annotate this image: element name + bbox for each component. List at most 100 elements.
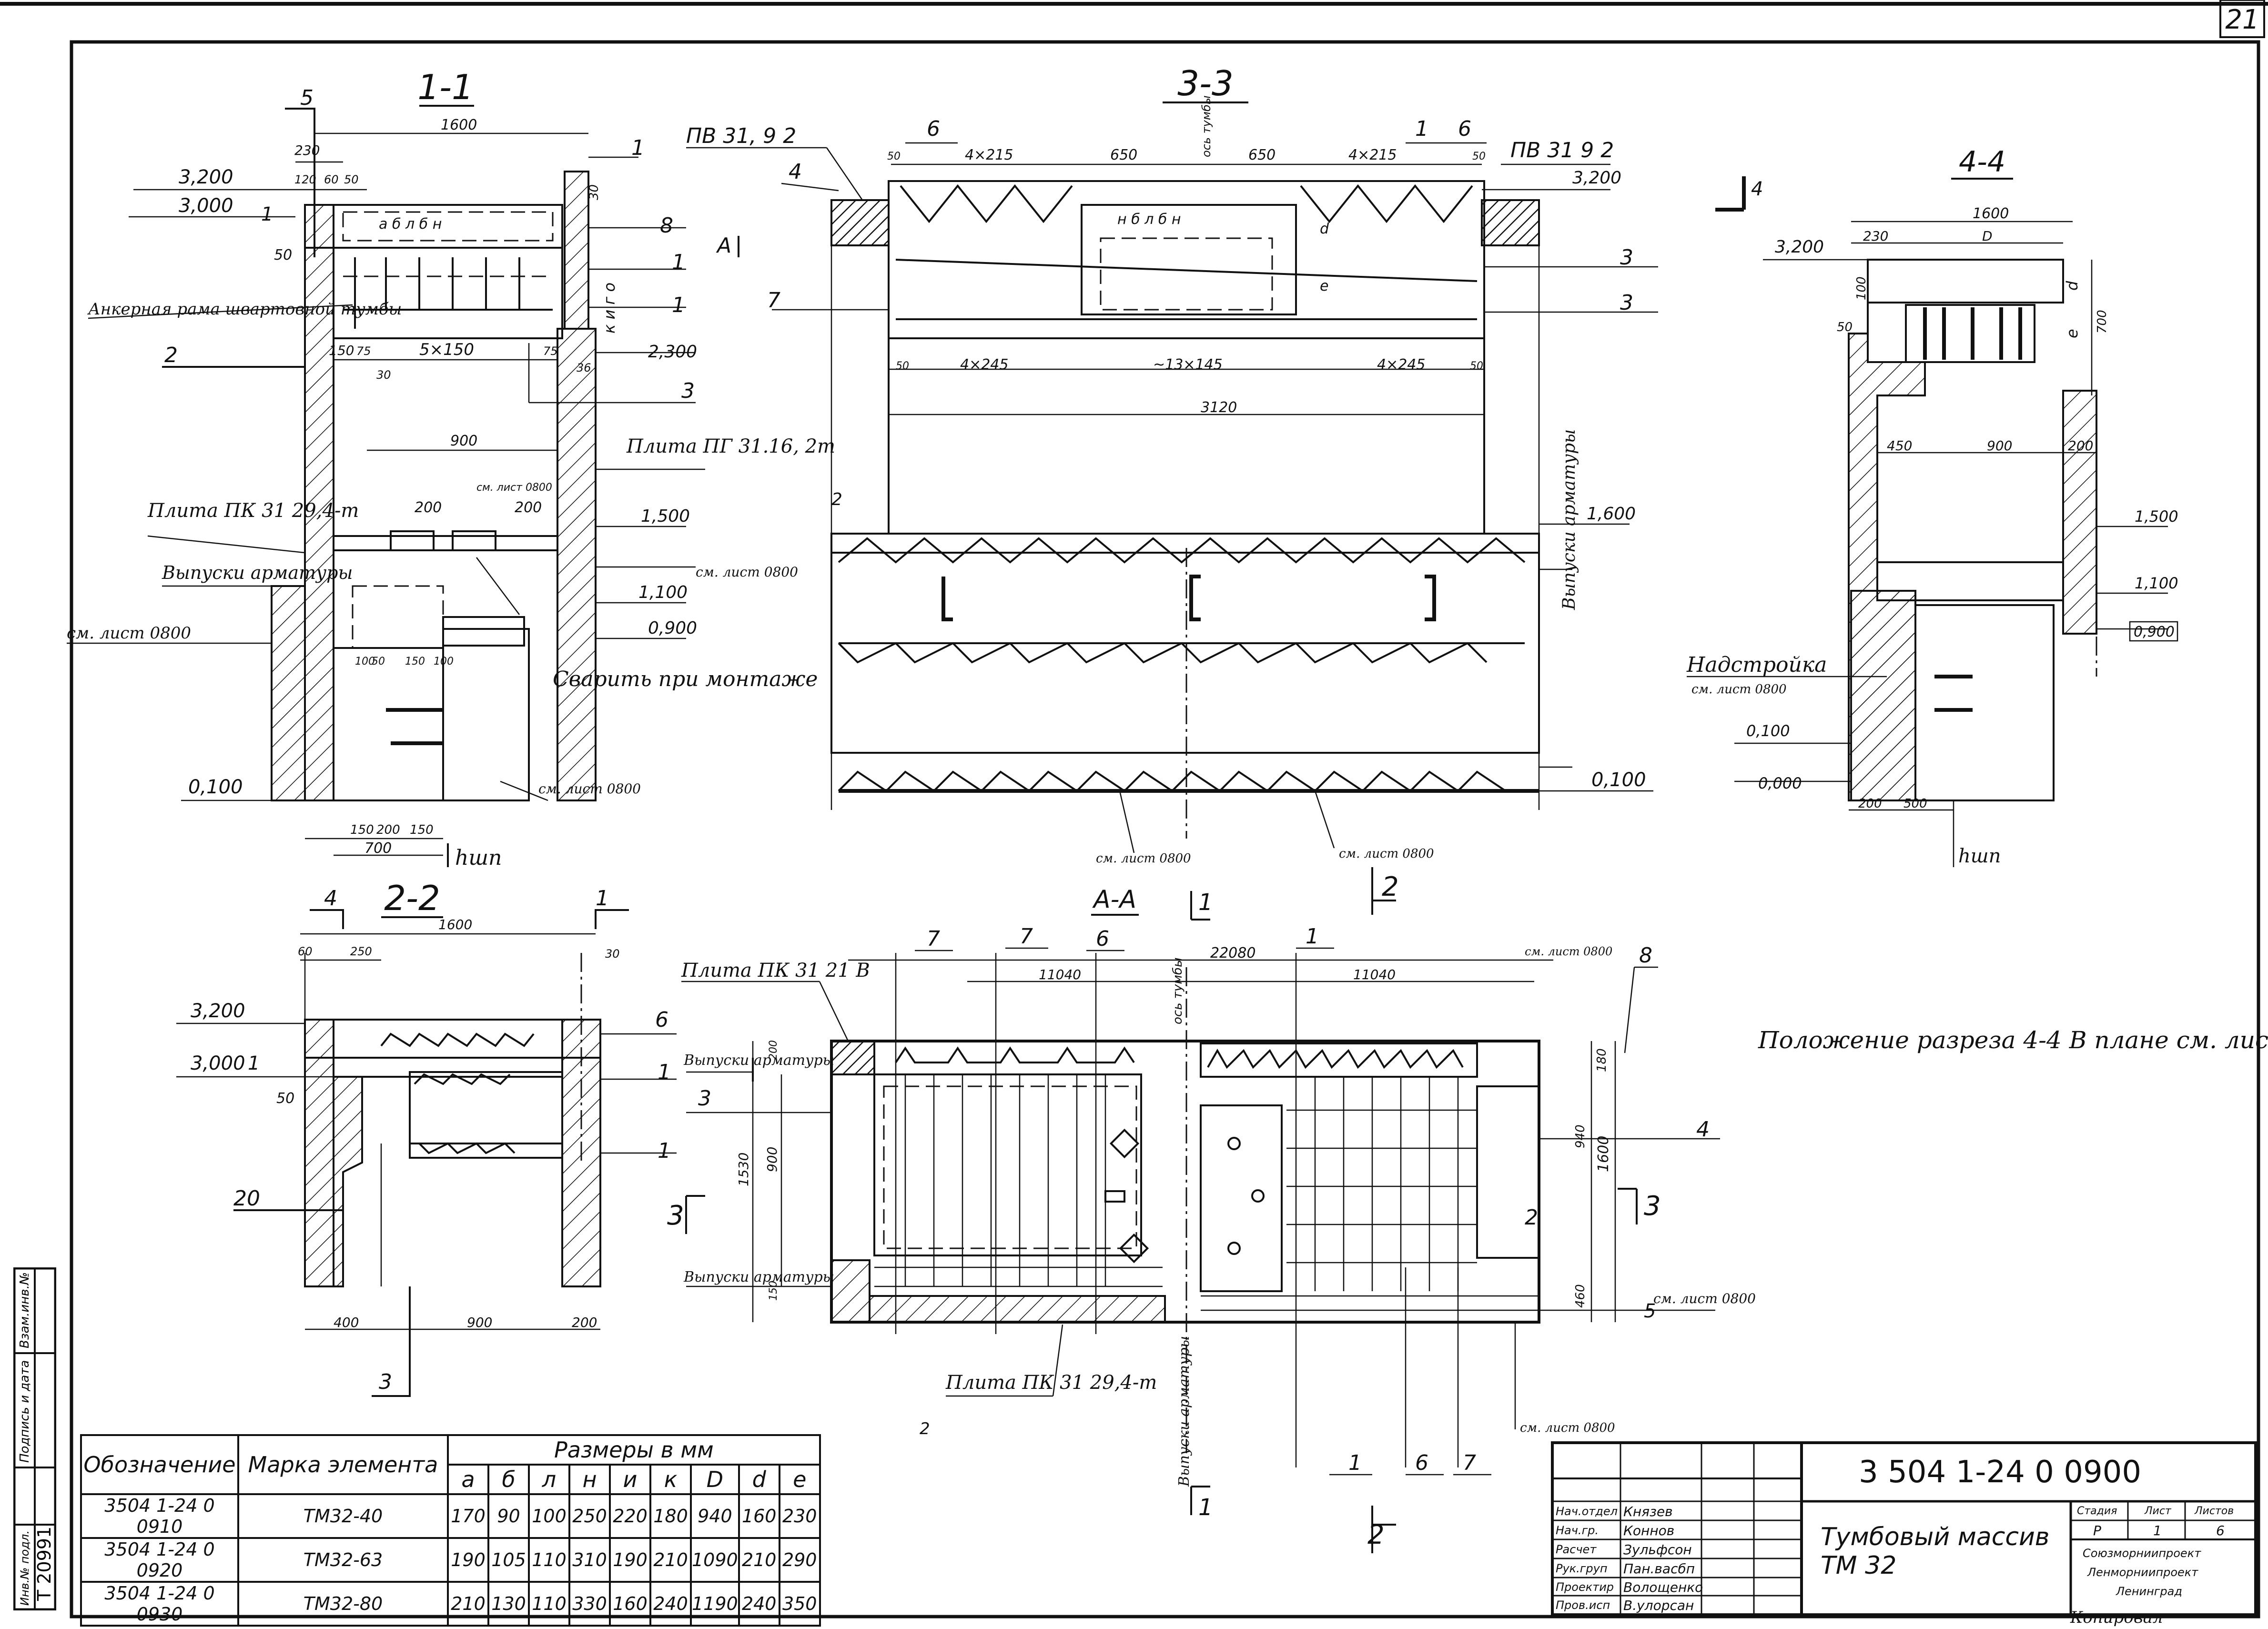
svg-text:1,500: 1,500	[2135, 507, 2178, 526]
svg-text:см. лист 0800: см. лист 0800	[1339, 847, 1434, 861]
svg-text:6: 6	[1096, 927, 1109, 951]
svg-text:3: 3	[698, 1086, 711, 1111]
section-a-a-title: А-А	[1092, 885, 1136, 914]
svg-text:0,100: 0,100	[1591, 769, 1646, 791]
svg-text:180: 180	[1595, 1048, 1609, 1072]
svg-text:50: 50	[1472, 151, 1486, 162]
copied-label: Копировал	[2070, 1608, 2163, 1627]
svg-text:0,100: 0,100	[188, 776, 243, 798]
svg-text:4: 4	[1696, 1117, 1710, 1142]
svg-text:20: 20	[233, 1186, 260, 1211]
svg-text:3,000: 3,000	[191, 1052, 245, 1074]
svg-text:1600: 1600	[1595, 1136, 1612, 1172]
svg-text:75: 75	[543, 344, 558, 358]
section-4-4: 4-4 4 1600 230 D 3,200 100 50 d е 700 45…	[1686, 145, 2178, 867]
svg-text:ось тумбы: ось тумбы	[1200, 95, 1213, 157]
svg-text:150: 150	[768, 1281, 780, 1301]
size-letters: а б л б н	[379, 216, 442, 233]
svg-text:3: 3	[1644, 1191, 1661, 1222]
svg-text:3,200: 3,200	[1572, 168, 1621, 188]
svg-text:см. лист 0800: см. лист 0800	[696, 564, 798, 580]
svg-text:2: 2	[920, 1419, 930, 1438]
section-1-1-title: 1-1	[417, 67, 474, 107]
svg-text:150: 150	[410, 823, 434, 837]
svg-text:75: 75	[356, 344, 371, 358]
svg-text:4: 4	[789, 160, 802, 184]
svg-text:2: 2	[1382, 871, 1399, 902]
svg-text:700: 700	[2095, 310, 2109, 334]
svg-text:см. лист 0800: см. лист 0800	[67, 624, 191, 643]
svg-text:3: 3	[681, 379, 695, 403]
svg-text:200: 200	[572, 1315, 597, 1330]
svg-text:1: 1	[658, 1139, 671, 1163]
svg-text:50: 50	[372, 656, 385, 668]
svg-text:8: 8	[660, 213, 673, 238]
svg-text:400: 400	[334, 1315, 359, 1330]
svg-text:3,200: 3,200	[179, 166, 233, 188]
svg-text:ПВ 31 9 2: ПВ 31 9 2	[1510, 138, 1614, 162]
svg-text:900: 900	[450, 433, 477, 449]
svg-text:150: 150	[329, 343, 354, 358]
svg-text:1600: 1600	[438, 917, 472, 932]
table-header-sizes: Размеры в мм	[447, 1434, 821, 1466]
section-2-2-title: 2-2	[384, 878, 440, 918]
svg-text:1: 1	[1415, 117, 1428, 141]
svg-text:200: 200	[415, 499, 442, 516]
svg-text:8: 8	[1639, 943, 1652, 968]
size-letters-3-3: н б л б н	[1117, 211, 1181, 228]
svg-text:~13×145: ~13×145	[1153, 356, 1223, 373]
label-slab-pg: Плита ПГ 31.16, 2т	[626, 435, 835, 457]
svg-text:100: 100	[355, 656, 375, 668]
svg-text:0,900: 0,900	[2134, 624, 2175, 640]
sheet-number: 21	[2225, 4, 2259, 35]
svg-text:200: 200	[1858, 797, 1882, 811]
side-sign: Подпись и дата	[18, 1360, 32, 1463]
svg-text:5: 5	[300, 86, 314, 110]
svg-text:4: 4	[1751, 178, 1763, 200]
svg-text:30: 30	[587, 184, 601, 200]
svg-text:6: 6	[1415, 1451, 1428, 1475]
svg-text:50: 50	[274, 247, 292, 263]
side-strip: Взам.инв.№ Подпись и дата Инв.№ подл. Т …	[13, 1267, 56, 1610]
svg-text:см. лист 0800: см. лист 0800	[1691, 682, 1787, 697]
svg-text:3,200: 3,200	[1775, 237, 1824, 257]
svg-text:120: 120	[294, 173, 316, 186]
svg-text:11040: 11040	[1039, 967, 1081, 982]
table-header-designation: Обозначение	[80, 1434, 239, 1495]
svg-text:2,300: 2,300	[648, 342, 697, 362]
svg-text:1: 1	[672, 250, 685, 274]
svg-text:4×215: 4×215	[965, 147, 1013, 163]
svg-text:450: 450	[1887, 438, 1912, 454]
svg-text:11040: 11040	[1353, 967, 1396, 982]
svg-text:hшп: hшп	[455, 846, 502, 870]
svg-text:230: 230	[294, 142, 320, 158]
svg-text:е: е	[2063, 329, 2081, 338]
svg-text:900: 900	[467, 1315, 492, 1330]
svg-text:d: d	[1320, 221, 1329, 237]
svg-text:150: 150	[350, 823, 374, 837]
svg-text:4×215: 4×215	[1348, 147, 1397, 163]
svg-text:22080: 22080	[1210, 945, 1256, 961]
svg-text:50: 50	[344, 173, 359, 186]
svg-text:4×245: 4×245	[1377, 356, 1425, 373]
svg-text:см. лист 0800: см. лист 0800	[1653, 1291, 1756, 1306]
svg-text:6: 6	[655, 1008, 668, 1032]
svg-text:1: 1	[658, 1060, 671, 1084]
svg-text:5×150: 5×150	[419, 340, 474, 359]
svg-text:3: 3	[379, 1370, 392, 1394]
svg-text:1: 1	[596, 886, 609, 911]
svg-text:1,500: 1,500	[641, 506, 690, 526]
svg-text:200: 200	[376, 823, 400, 837]
svg-text:1600: 1600	[1973, 205, 2009, 222]
svg-text:к и г о: к и г о	[600, 283, 618, 334]
svg-text:1: 1	[1306, 924, 1319, 949]
note-section-position: Положение разреза 4-4 В плане см. лист 0…	[1758, 1026, 2268, 1054]
svg-text:ПВ 31, 9 2: ПВ 31, 9 2	[686, 124, 796, 148]
section-4-4-title: 4-4	[1959, 145, 2005, 179]
label-slab-top: Плита ПК 31 21 В	[681, 960, 870, 981]
svg-text:3,200: 3,200	[191, 1000, 245, 1022]
svg-text:700: 700	[364, 840, 392, 857]
svg-text:2: 2	[1525, 1205, 1538, 1230]
